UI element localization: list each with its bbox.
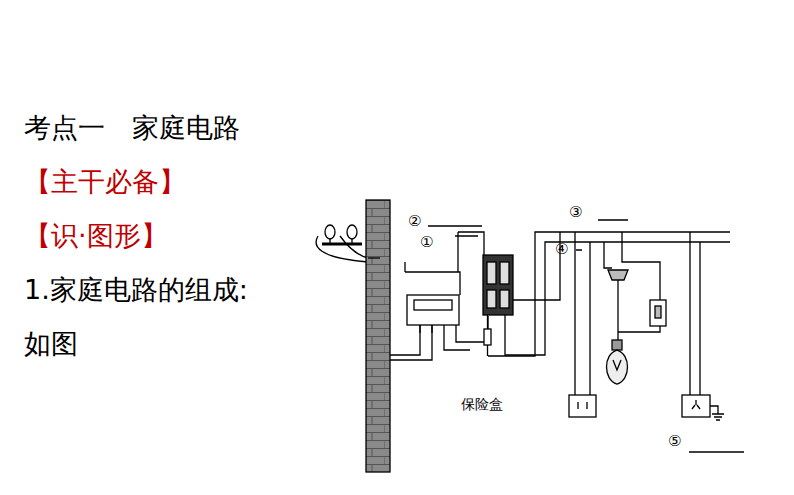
callout-number: ⑤ [668,432,681,450]
section-heading: 【主干必备】 [24,164,186,200]
body-text: 如图 [24,326,78,362]
callout-number: ③ [569,203,582,221]
slide-title: 考点一 家庭电路 [24,110,240,146]
callout-number: ① [420,233,433,251]
body-text: 1.家庭电路的组成: [24,272,248,308]
part-label: 保险盒 [461,396,503,414]
callout-number: ④ [555,240,568,258]
section-heading: 【识·图形】 [24,218,168,254]
callout-number: ② [408,212,421,230]
